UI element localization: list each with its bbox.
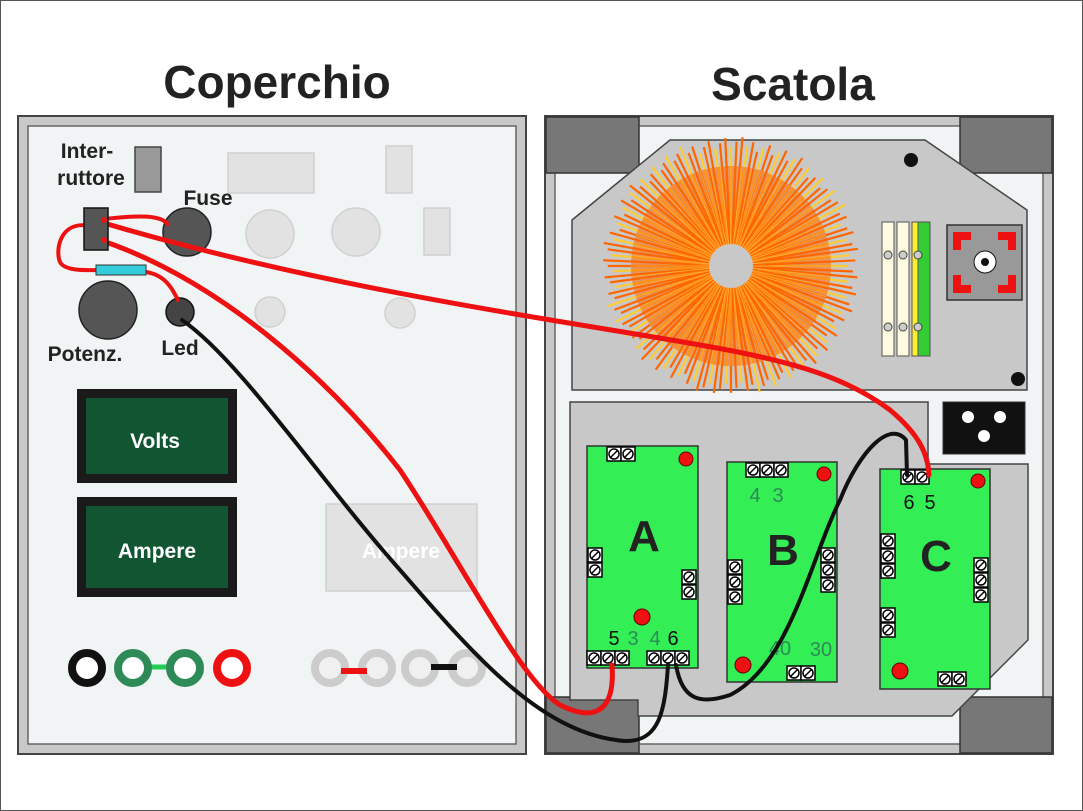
red-wire-switch-loop (56, 223, 102, 273)
board-b (726, 461, 838, 683)
ampere-ghost-label: Ampere (362, 540, 440, 563)
switch-body (83, 207, 109, 251)
board-a-t6: 6 (667, 628, 678, 650)
led-label: Led (161, 337, 198, 360)
board-a-t5: 5 (608, 628, 619, 650)
led (165, 297, 195, 327)
black-wire-a-c (674, 431, 909, 702)
volts-label: Volts (130, 430, 180, 453)
red-wire-switch-a (97, 237, 615, 716)
fuse-label: Fuse (183, 187, 232, 210)
ghost-components (227, 145, 478, 592)
box-title: Scatola (711, 58, 875, 110)
switch (134, 146, 162, 193)
switch-label-2: ruttore (57, 167, 125, 190)
board-b-t3: 3 (772, 485, 783, 507)
red-wire-switch-fuse (102, 214, 170, 226)
volts-meter (77, 389, 237, 483)
ghost-jacks (311, 649, 486, 687)
black-wire-led (180, 318, 670, 744)
board-c (879, 468, 991, 690)
board-c-t5: 5 (924, 492, 935, 514)
board-a-t3: 3 (627, 628, 638, 650)
ampere-label: Ampere (118, 540, 196, 563)
board-b-letter: B (767, 526, 799, 575)
wires (56, 214, 932, 744)
board-b-t30: 30 (810, 639, 832, 661)
board-b-t4: 4 (749, 485, 760, 507)
red-wire-resistor-led (144, 270, 180, 302)
board-c-t6: 6 (903, 492, 914, 514)
potentiometer (78, 280, 138, 340)
screw-bottom (1011, 372, 1025, 386)
resistor (95, 264, 147, 276)
ampere-meter (77, 497, 237, 597)
switch-label-1: Inter- (61, 140, 114, 163)
board-a-letter: A (628, 512, 660, 561)
terminal-strip (881, 221, 931, 357)
lid-title: Coperchio (163, 56, 390, 108)
red-wire-switch-c (101, 220, 932, 478)
screw-top (904, 153, 918, 167)
iec-socket (946, 224, 1023, 301)
potentiometer-label: Potenz. (48, 343, 123, 366)
corner-blocks (545, 116, 1053, 754)
board-a (586, 445, 699, 669)
banana-jacks (68, 649, 251, 687)
board-c-letter: C (920, 532, 952, 581)
board-a-t4: 4 (649, 628, 660, 650)
three-pin-socket (942, 401, 1026, 455)
